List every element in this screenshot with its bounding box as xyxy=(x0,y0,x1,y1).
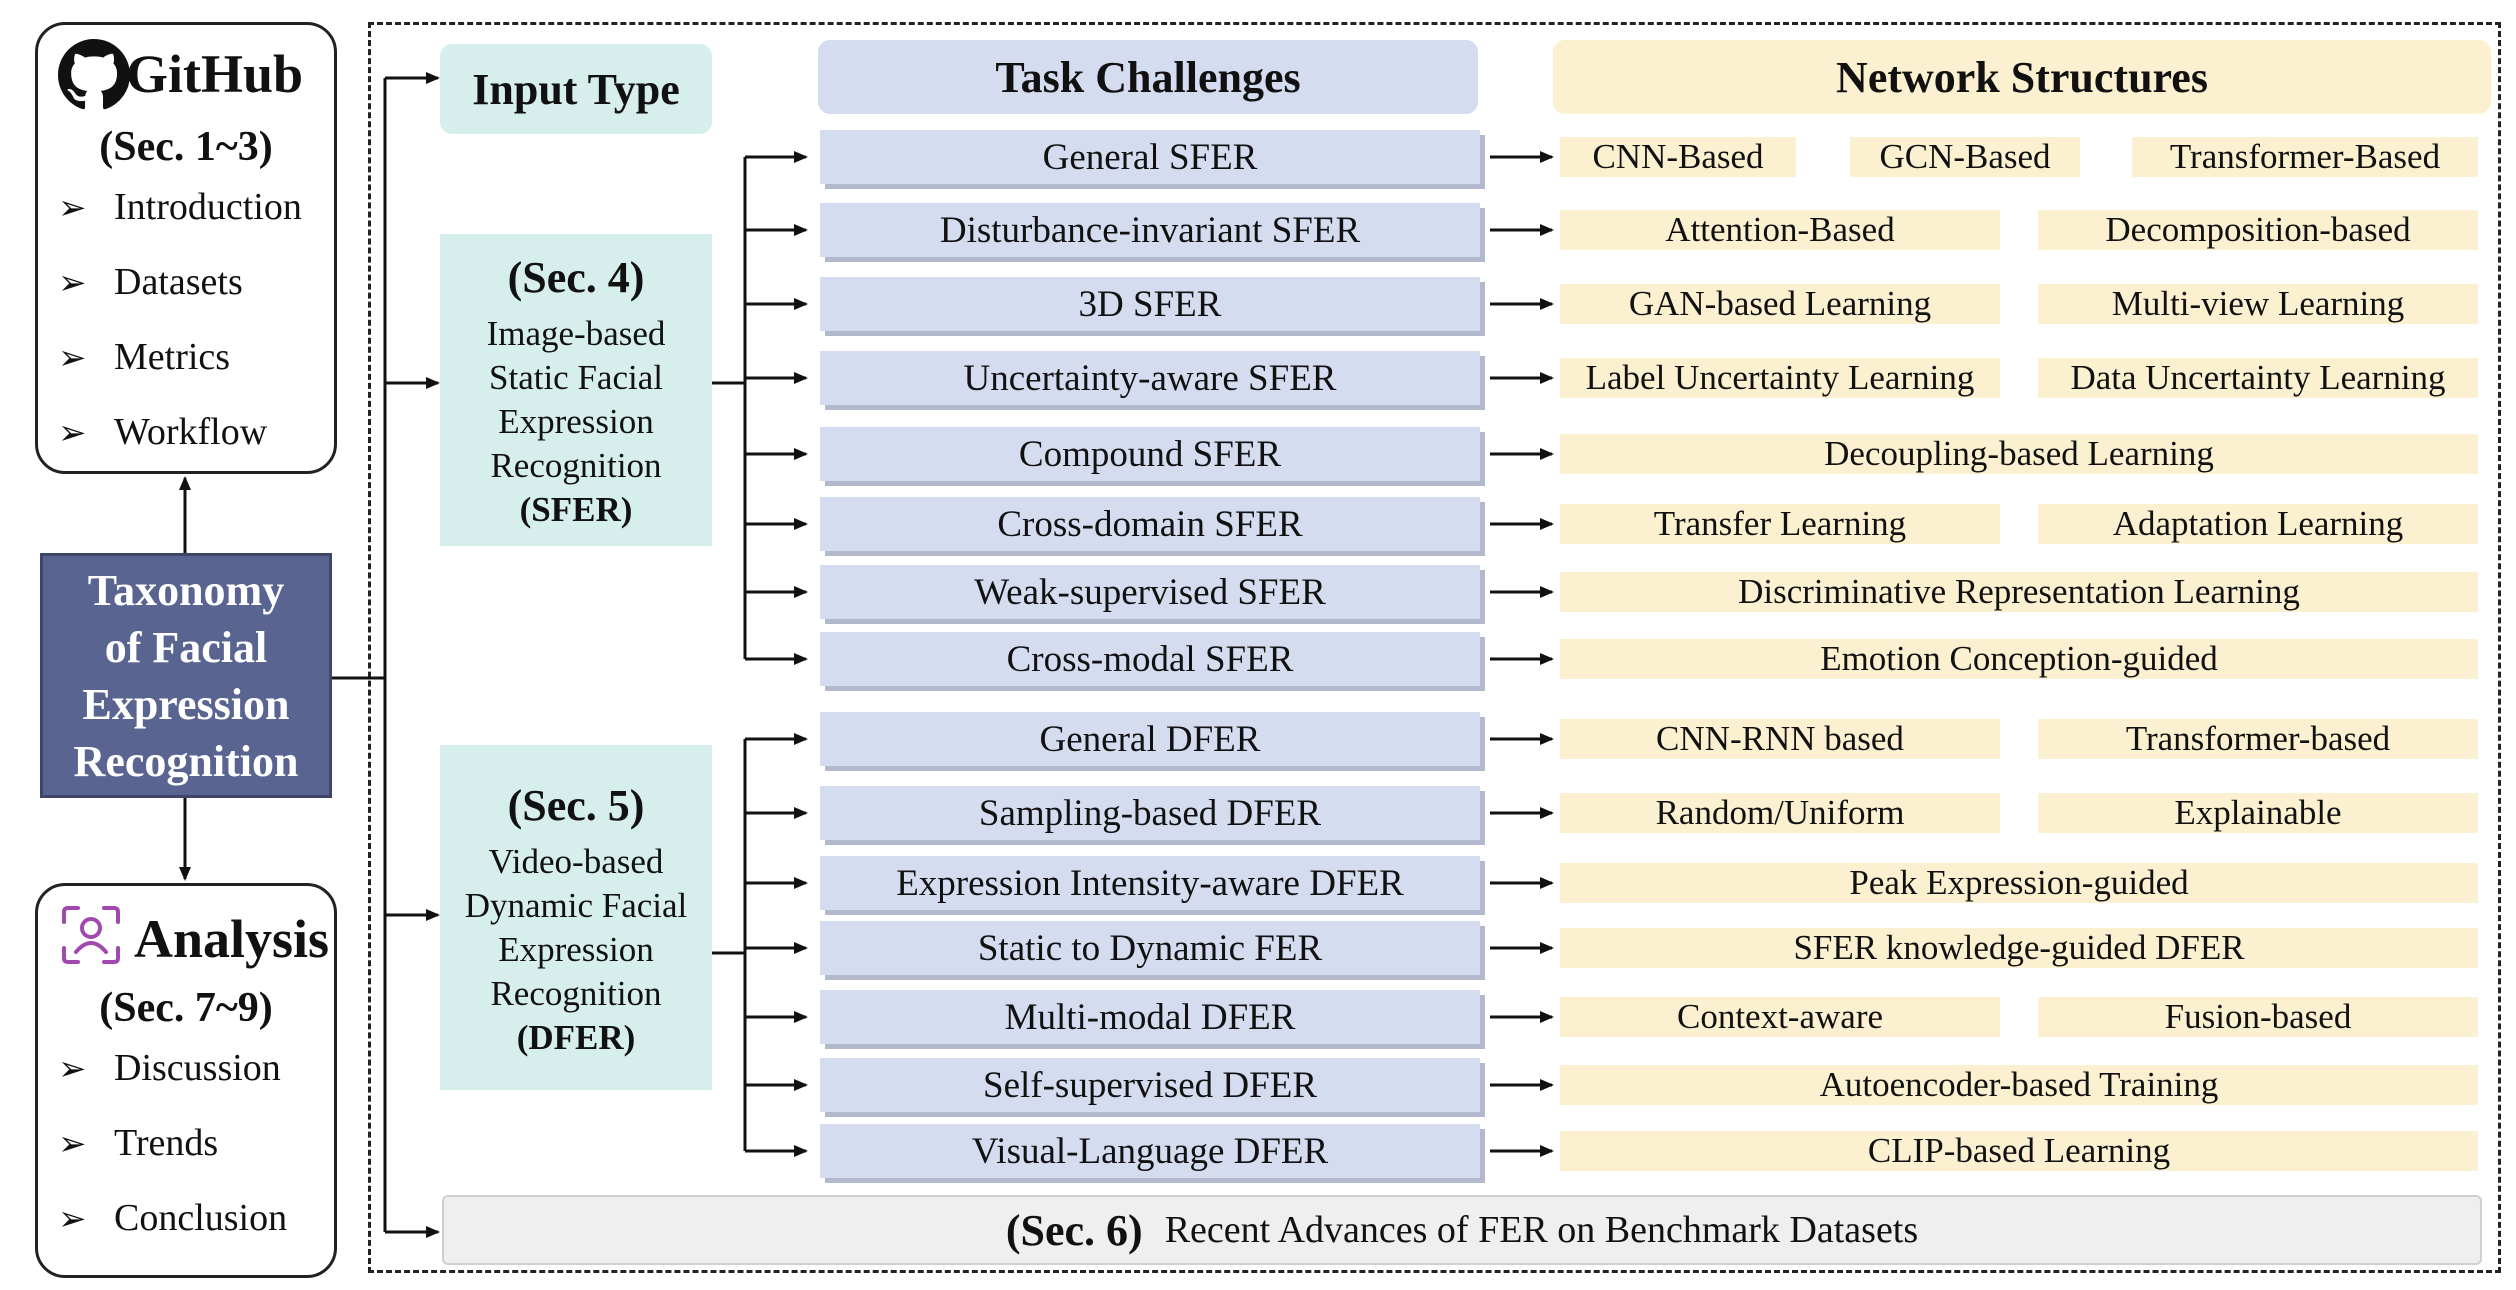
bullet-arrow-icon: ➢ xyxy=(58,340,87,377)
dfer-network-structure: CLIP-based Learning xyxy=(1560,1131,2478,1171)
dfer-network-structure: Explainable xyxy=(2038,793,2478,833)
github-item-label: Workflow xyxy=(114,411,268,453)
dfer-line: Recognition xyxy=(490,973,662,1013)
analysis-item-label: Conclusion xyxy=(114,1197,288,1239)
header-input-type: Input Type xyxy=(440,44,712,134)
dfer-network-structure: Autoencoder-based Training xyxy=(1560,1065,2478,1105)
dfer-task-6: Self-supervised DFER xyxy=(820,1058,1480,1112)
sfer-task-4: Uncertainty-aware SFER xyxy=(820,351,1480,405)
dfer-input-box: (Sec. 5) Video-based Dynamic Facial Expr… xyxy=(440,745,712,1090)
sfer-line: Recognition xyxy=(490,446,662,485)
taxonomy-line: Expression xyxy=(82,679,290,729)
sfer-network-structure: Attention-Based xyxy=(1560,210,2000,250)
sfer-network-structure: Label Uncertainty Learning xyxy=(1560,358,2000,398)
analysis-item: ➢ Discussion xyxy=(58,1046,281,1090)
github-box: GitHub (Sec. 1~3) ➢ Introduction ➢ Datasets… xyxy=(35,22,337,474)
dfer-network-structure: Context-aware xyxy=(1560,997,2000,1037)
benchmark-bar: (Sec. 6) Recent Advances of FER on Bench… xyxy=(442,1195,2482,1265)
github-logo-icon xyxy=(58,39,130,110)
bullet-arrow-icon: ➢ xyxy=(58,1201,87,1238)
analysis-item-label: Trends xyxy=(114,1122,219,1164)
dfer-section: (Sec. 5) xyxy=(507,780,645,830)
bullet-arrow-icon: ➢ xyxy=(58,265,87,302)
sfer-line: Image-based xyxy=(486,314,666,353)
github-item-label: Metrics xyxy=(114,336,231,378)
github-item: ➢ Metrics xyxy=(58,335,230,379)
dfer-line: Video-based xyxy=(488,841,664,881)
header-network-structures: Network Structures xyxy=(1553,40,2491,114)
bullet-arrow-icon: ➢ xyxy=(58,415,87,452)
benchmark-text: Recent Advances of FER on Benchmark Data… xyxy=(1164,1209,1919,1251)
github-item: ➢ Introduction xyxy=(58,185,302,229)
dfer-abbr: (DFER) xyxy=(516,1017,636,1057)
bullet-arrow-icon: ➢ xyxy=(58,1051,87,1088)
github-item: ➢ Workflow xyxy=(58,410,267,454)
analysis-title: Analysis xyxy=(134,909,330,969)
sfer-network-structure: Data Uncertainty Learning xyxy=(2038,358,2478,398)
analysis-item: ➢ Trends xyxy=(58,1121,218,1165)
sfer-network-structure: Transformer-Based xyxy=(2132,137,2478,177)
github-item-label: Datasets xyxy=(114,261,243,303)
taxonomy-line: Recognition xyxy=(73,736,299,786)
sfer-task-3: 3D SFER xyxy=(820,277,1480,331)
bullet-arrow-icon: ➢ xyxy=(58,1126,87,1163)
sfer-task-1: General SFER xyxy=(820,130,1480,184)
sfer-abbr: (SFER) xyxy=(519,490,633,529)
dfer-task-5: Multi-modal DFER xyxy=(820,990,1480,1044)
sfer-task-6: Cross-domain SFER xyxy=(820,497,1480,551)
sfer-network-structure: Discriminative Representation Learning xyxy=(1560,572,2478,612)
taxonomy-line: of Facial xyxy=(104,622,268,672)
sfer-line: Expression xyxy=(498,402,654,441)
sfer-network-structure: Adaptation Learning xyxy=(2038,504,2478,544)
github-title: GitHub xyxy=(126,44,304,104)
dfer-task-2: Sampling-based DFER xyxy=(820,786,1480,840)
dfer-line: Expression xyxy=(498,929,654,969)
header-task-challenges: Task Challenges xyxy=(818,40,1478,114)
sfer-input-box: (Sec. 4) Image-based Static Facial Expre… xyxy=(440,234,712,546)
dfer-task-7: Visual-Language DFER xyxy=(820,1124,1480,1178)
benchmark-section: (Sec. 6) xyxy=(1005,1205,1143,1255)
dfer-task-3: Expression Intensity-aware DFER xyxy=(820,856,1480,910)
sfer-network-structure: GCN-Based xyxy=(1850,137,2080,177)
dfer-network-structure: Transformer-based xyxy=(2038,719,2478,759)
dfer-network-structure: Random/Uniform xyxy=(1560,793,2000,833)
sfer-section: (Sec. 4) xyxy=(507,253,645,302)
taxonomy-line: Taxonomy xyxy=(87,565,285,615)
dfer-task-4: Static to Dynamic FER xyxy=(820,921,1480,975)
dfer-line: Dynamic Facial xyxy=(464,885,688,925)
sfer-network-structure: CNN-Based xyxy=(1560,137,1796,177)
sfer-network-structure: Decoupling-based Learning xyxy=(1560,434,2478,474)
sfer-network-structure: Emotion Conception-guided xyxy=(1560,639,2478,679)
dfer-task-1: General DFER xyxy=(820,712,1480,766)
sfer-task-2: Disturbance-invariant SFER xyxy=(820,203,1480,257)
sfer-network-structure: Transfer Learning xyxy=(1560,504,2000,544)
dfer-network-structure: Peak Expression-guided xyxy=(1560,863,2478,903)
sfer-task-8: Cross-modal SFER xyxy=(820,632,1480,686)
github-section: (Sec. 1~3) xyxy=(99,124,273,170)
sfer-network-structure: GAN-based Learning xyxy=(1560,284,2000,324)
analysis-item: ➢ Conclusion xyxy=(58,1196,287,1240)
github-item: ➢ Datasets xyxy=(58,260,243,304)
analysis-item-label: Discussion xyxy=(114,1047,281,1089)
sfer-task-5: Compound SFER xyxy=(820,427,1480,481)
person-focus-icon xyxy=(62,906,120,964)
github-item-label: Introduction xyxy=(114,186,302,228)
analysis-section: (Sec. 7~9) xyxy=(99,985,273,1031)
dfer-network-structure: SFER knowledge-guided DFER xyxy=(1560,928,2478,968)
dfer-network-structure: Fusion-based xyxy=(2038,997,2478,1037)
analysis-box: Analysis (Sec. 7~9) ➢ Discussion ➢ Trends ➢ C… xyxy=(35,883,337,1278)
sfer-task-7: Weak-supervised SFER xyxy=(820,565,1480,619)
sfer-network-structure: Decomposition-based xyxy=(2038,210,2478,250)
bullet-arrow-icon: ➢ xyxy=(58,190,87,227)
sfer-line: Static Facial xyxy=(489,358,663,397)
dfer-network-structure: CNN-RNN based xyxy=(1560,719,2000,759)
taxonomy-frame xyxy=(368,22,2501,1273)
sfer-network-structure: Multi-view Learning xyxy=(2038,284,2478,324)
